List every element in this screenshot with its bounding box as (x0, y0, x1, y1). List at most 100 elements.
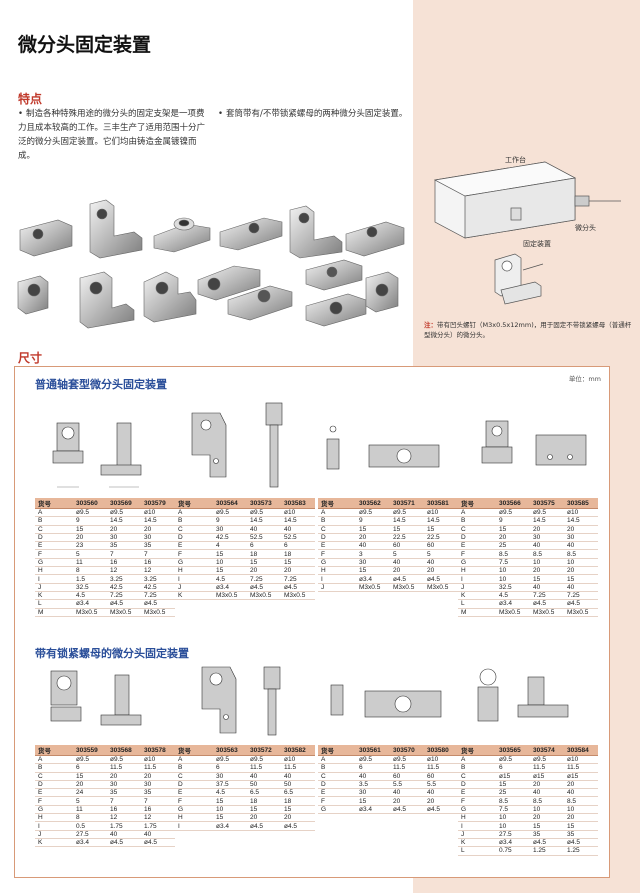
table-cell: G (458, 805, 496, 815)
note-text: 带有凹头螺钉（M3x0.5x12mm)，用于固定不带锁紧螺母（普通杆型微分头）的… (424, 321, 632, 339)
table-cell: ø4.5 (424, 574, 458, 584)
table-cell: 5.5 (390, 780, 424, 790)
table-cell: ø3.4 (496, 838, 530, 848)
table-cell: 14.5 (530, 516, 564, 526)
table-cell: ø9.5 (530, 755, 564, 765)
table-cell: I (175, 574, 213, 584)
table-cell: 10 (213, 558, 247, 568)
table-cell: 10 (496, 574, 530, 584)
table-cell: 20 (247, 566, 281, 576)
table-header-cell: 303578 (141, 745, 175, 756)
table-cell: 15 (247, 805, 281, 815)
table-cell: D (35, 780, 73, 790)
table-cell: E (458, 541, 496, 551)
table-cell: G (318, 805, 356, 815)
dimensions-panel: 单位：mm 普通轴套型微分头固定装置 带有锁紧螺母的微分头固定装置 (14, 366, 610, 878)
table-cell: K (458, 591, 496, 601)
table-cell: 40 (356, 772, 390, 781)
table-cell: 16 (141, 805, 175, 815)
table-cell: C (458, 525, 496, 534)
table-cell: 11.5 (247, 763, 281, 773)
table-cell: 12 (107, 813, 141, 823)
feature-item-1: •制造各种特殊用途的微分头的固定支架是一项费力且成本较高的工作。三丰生产了适用范… (18, 107, 206, 163)
table-header-cell: 货号 (175, 745, 213, 756)
table-header-cell: 303581 (424, 498, 458, 509)
table-cell: F (175, 796, 213, 806)
bullet-icon: • (218, 109, 224, 119)
table-cell: 15 (424, 525, 458, 534)
table-cell: ø10 (141, 508, 175, 518)
table-cell: B (458, 516, 496, 526)
table-cell: 15 (356, 796, 390, 806)
table-cell: 22.5 (424, 533, 458, 543)
table-cell: ø9.5 (530, 508, 564, 518)
table-cell: 20 (424, 566, 458, 576)
table-cell: B (35, 516, 73, 526)
drawing-7 (330, 684, 442, 718)
table-cell: ø9.5 (73, 508, 107, 518)
table-cell: E (318, 788, 356, 798)
table-cell: J (318, 583, 356, 592)
table-cell: 15 (213, 813, 247, 823)
table-cell: D (175, 780, 213, 790)
table-cell: G (35, 558, 73, 568)
table-cell: ø4.5 (107, 838, 141, 848)
table-cell: 7.5 (496, 558, 530, 568)
table-cell: A (318, 508, 356, 518)
table-cell: 6 (496, 763, 530, 773)
table-cell: H (458, 813, 496, 823)
table-cell: D (318, 533, 356, 543)
table-cell: G (35, 805, 73, 815)
table-cell: 20 (564, 813, 598, 823)
table-cell: 60 (424, 772, 458, 781)
table-cell: 14.5 (107, 516, 141, 526)
feature-text-1: 制造各种特殊用途的微分头的固定支架是一项费力且成本较高的工作。三丰生产了适用范围… (18, 109, 206, 161)
table-header-cell: 303585 (564, 498, 598, 509)
table-cell: F (458, 796, 496, 806)
table-cell: 5 (73, 549, 107, 559)
table-cell: ø4.5 (107, 599, 141, 609)
table-header-cell: 303566 (496, 498, 530, 509)
table-cell: 7.25 (564, 591, 598, 601)
table-cell: 40 (281, 525, 315, 534)
table-cell: 30 (530, 533, 564, 543)
table-cell: 7 (141, 796, 175, 806)
table-cell: ø4.5 (141, 838, 175, 848)
table-cell: I (175, 821, 213, 831)
table-cell: 40 (530, 583, 564, 592)
table-cell: 20 (530, 813, 564, 823)
table-cell: 15 (496, 525, 530, 534)
label-micrometer-head: 微分头 (575, 223, 596, 232)
unit-label: 单位：mm (568, 375, 601, 383)
table-cell: M3x0.5 (247, 591, 281, 601)
table-cell: 11.5 (107, 763, 141, 773)
table-cell: ø9.5 (496, 508, 530, 518)
table-cell: 6 (213, 763, 247, 773)
table-cell: F (318, 549, 356, 559)
table-cell: B (318, 516, 356, 526)
table-cell: 27.5 (73, 830, 107, 839)
table-cell: 15 (213, 796, 247, 806)
table-cell: 8 (73, 813, 107, 823)
